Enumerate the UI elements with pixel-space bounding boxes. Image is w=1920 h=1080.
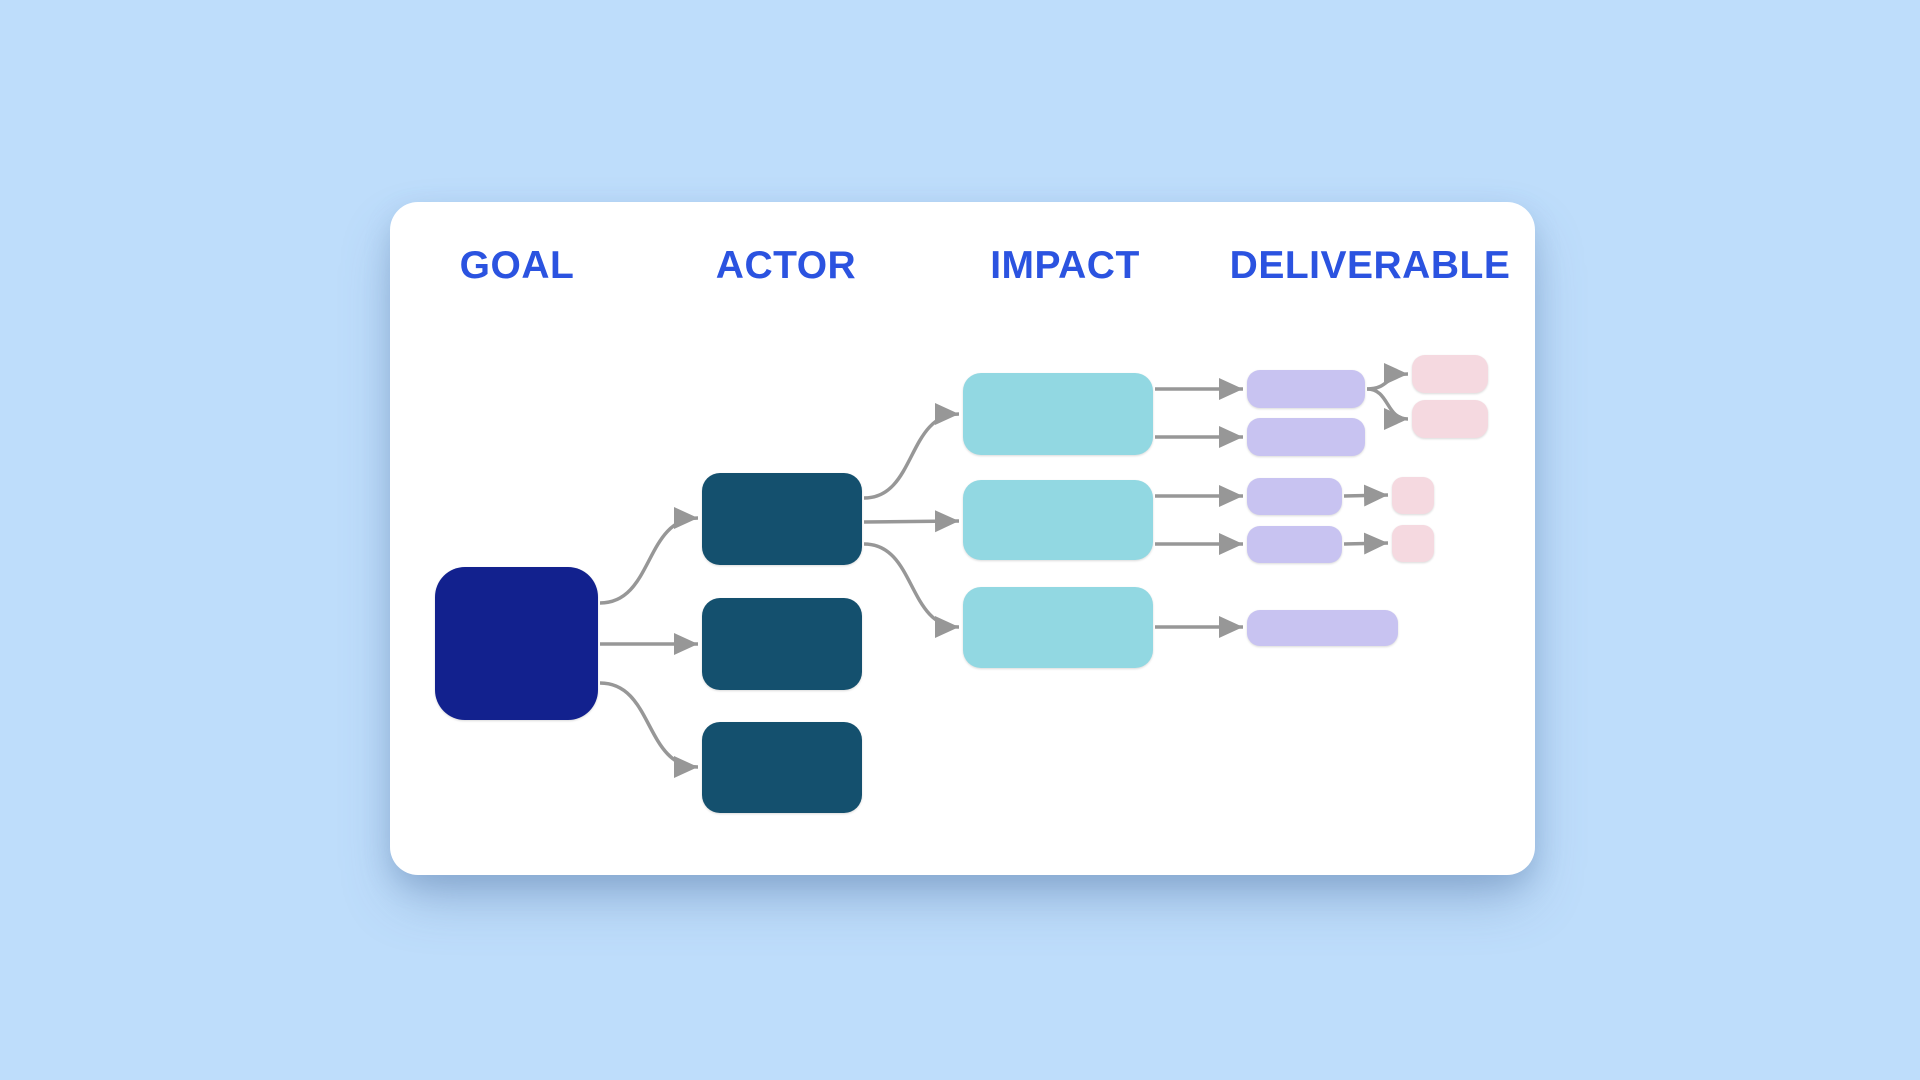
deliverable-5-node	[1247, 610, 1398, 646]
actor-1-node	[702, 473, 862, 565]
deliverable-4-node	[1247, 526, 1342, 563]
column-header-deliverable: DELIVERABLE	[1229, 244, 1511, 287]
deliverable-2-node	[1247, 418, 1365, 456]
actor-3-node	[702, 722, 862, 813]
diagram-card	[390, 202, 1535, 875]
outcome-3-node	[1392, 477, 1434, 514]
deliverable-3-node	[1247, 478, 1342, 515]
column-header-goal: GOAL	[459, 244, 575, 287]
outcome-4-node	[1392, 525, 1434, 562]
impact-3-node	[963, 587, 1153, 668]
deliverable-1-node	[1247, 370, 1365, 408]
column-header-actor: ACTOR	[715, 244, 857, 287]
impact-2-node	[963, 480, 1153, 560]
outcome-1-node	[1412, 355, 1488, 393]
actor-2-node	[702, 598, 862, 690]
goal-node	[435, 567, 598, 720]
outcome-2-node	[1412, 400, 1488, 438]
column-header-impact: IMPACT	[990, 244, 1140, 287]
impact-1-node	[963, 373, 1153, 455]
